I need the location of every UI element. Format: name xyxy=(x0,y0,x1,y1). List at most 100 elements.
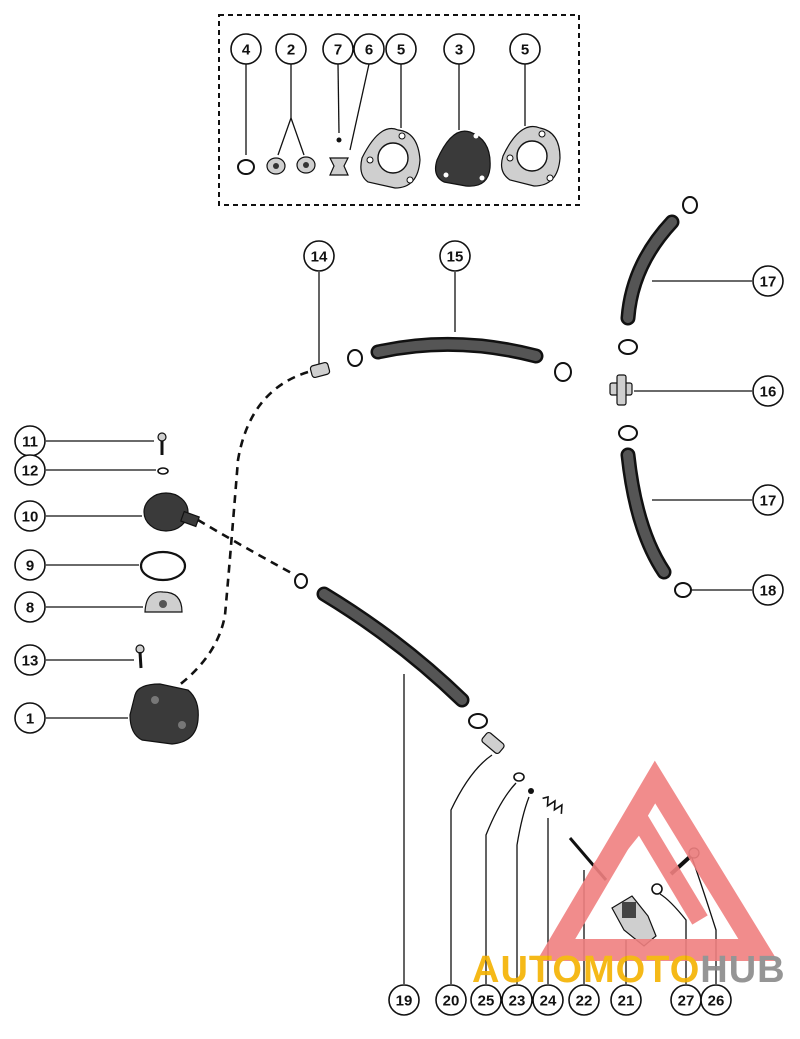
callout-25: 25 xyxy=(470,984,502,1016)
callout-circle xyxy=(470,984,502,1016)
callout-number: 23 xyxy=(509,993,526,1010)
callout-number: 24 xyxy=(540,993,557,1010)
part-18-clamp xyxy=(674,582,692,598)
callout-4: 4 xyxy=(230,33,262,65)
callout-number: 20 xyxy=(443,993,460,1010)
part-9-o-ring xyxy=(139,550,187,582)
callout-circle xyxy=(752,375,784,407)
callout-number: 13 xyxy=(22,653,39,670)
callout-22: 22 xyxy=(568,984,600,1016)
callout-circle xyxy=(353,33,385,65)
part-16-tee-fitting xyxy=(609,374,633,406)
callout-1: 1 xyxy=(14,702,46,734)
part-3-diaphragm xyxy=(434,130,491,187)
callout-number: 10 xyxy=(22,509,39,526)
part-1-fuel-pump xyxy=(129,683,199,745)
callout-27: 27 xyxy=(670,984,702,1016)
part-19-hose xyxy=(316,586,470,708)
part-21-valve-body xyxy=(611,895,657,947)
callout-circle xyxy=(275,33,307,65)
part-5-gasket-right xyxy=(500,126,561,187)
callout-18: 18 xyxy=(752,574,784,606)
part-4-gasket-ring xyxy=(237,159,255,175)
callout-circle xyxy=(752,574,784,606)
callout-circle xyxy=(14,644,46,676)
callout-circle xyxy=(14,549,46,581)
callout-circle xyxy=(509,33,541,65)
callout-circle xyxy=(388,984,420,1016)
part-13-screw xyxy=(135,644,145,669)
part-14-fitting xyxy=(309,361,331,379)
part-6-retainer xyxy=(329,157,349,176)
callout-number: 6 xyxy=(365,42,373,59)
part-10-cover xyxy=(143,492,200,532)
callout-number: 7 xyxy=(334,42,342,59)
callout-circle xyxy=(443,33,475,65)
callout-15: 15 xyxy=(439,240,471,272)
callout-number: 14 xyxy=(311,249,328,266)
callout-circle xyxy=(14,591,46,623)
callout-number: 3 xyxy=(455,42,463,59)
callout-circle xyxy=(439,240,471,272)
callout-circle xyxy=(322,33,354,65)
part-2-check-valves xyxy=(266,156,316,175)
callout-number: 1 xyxy=(26,711,34,728)
part-20-fitting xyxy=(481,731,505,755)
callout-circle xyxy=(14,454,46,486)
part-7-rivet xyxy=(336,137,342,143)
part-15-hose xyxy=(370,336,544,364)
clamp-upper-left xyxy=(347,349,363,367)
callout-number: 2 xyxy=(287,42,295,59)
part-12-washer xyxy=(157,467,169,475)
part-17-hose-upper xyxy=(620,214,680,326)
callout-number: 25 xyxy=(478,993,495,1010)
dashed-line-cover-to-hose xyxy=(197,518,296,577)
part-25-washer xyxy=(513,772,525,782)
callout-circle xyxy=(501,984,533,1016)
clamp-mid-lower xyxy=(618,425,638,441)
part-27-nut xyxy=(651,883,663,895)
callout-circle xyxy=(568,984,600,1016)
callout-21: 21 xyxy=(610,984,642,1016)
callout-circle xyxy=(14,702,46,734)
clamp-lower-lower xyxy=(468,713,488,729)
callout-number: 19 xyxy=(396,993,413,1010)
callout-number: 8 xyxy=(26,600,34,617)
callout-number: 22 xyxy=(576,993,593,1010)
part-11-screw xyxy=(157,432,167,455)
callout-number: 21 xyxy=(618,993,635,1010)
watermark-text: AUTOMOTOHUB xyxy=(472,949,786,991)
callout-circle xyxy=(532,984,564,1016)
part-24-spring xyxy=(542,795,563,814)
callout-5: 5 xyxy=(509,33,541,65)
callout-circle xyxy=(435,984,467,1016)
callout-number: 15 xyxy=(447,249,464,266)
part-17-hose-lower xyxy=(620,447,672,580)
watermark-logo: AUTOMOTOHUB xyxy=(472,760,786,991)
callout-circle xyxy=(752,265,784,297)
callout-26: 26 xyxy=(700,984,732,1016)
callout-13: 13 xyxy=(14,644,46,676)
callout-6: 6 xyxy=(353,33,385,65)
callout-19: 19 xyxy=(388,984,420,1016)
callout-23: 23 xyxy=(501,984,533,1016)
callout-circle xyxy=(230,33,262,65)
callout-5: 5 xyxy=(385,33,417,65)
callout-7: 7 xyxy=(322,33,354,65)
callout-circle xyxy=(303,240,335,272)
callout-11: 11 xyxy=(14,425,46,457)
callout-14: 14 xyxy=(303,240,335,272)
callout-8: 8 xyxy=(14,591,46,623)
callout-circle xyxy=(385,33,417,65)
callout-number: 12 xyxy=(22,463,39,480)
part-8-filter xyxy=(144,591,183,613)
callout-3: 3 xyxy=(443,33,475,65)
callout-16: 16 xyxy=(752,375,784,407)
callout-number: 17 xyxy=(760,274,777,291)
callout-number: 26 xyxy=(708,993,725,1010)
callout-circle xyxy=(610,984,642,1016)
clamp-mid-upper xyxy=(618,339,638,355)
